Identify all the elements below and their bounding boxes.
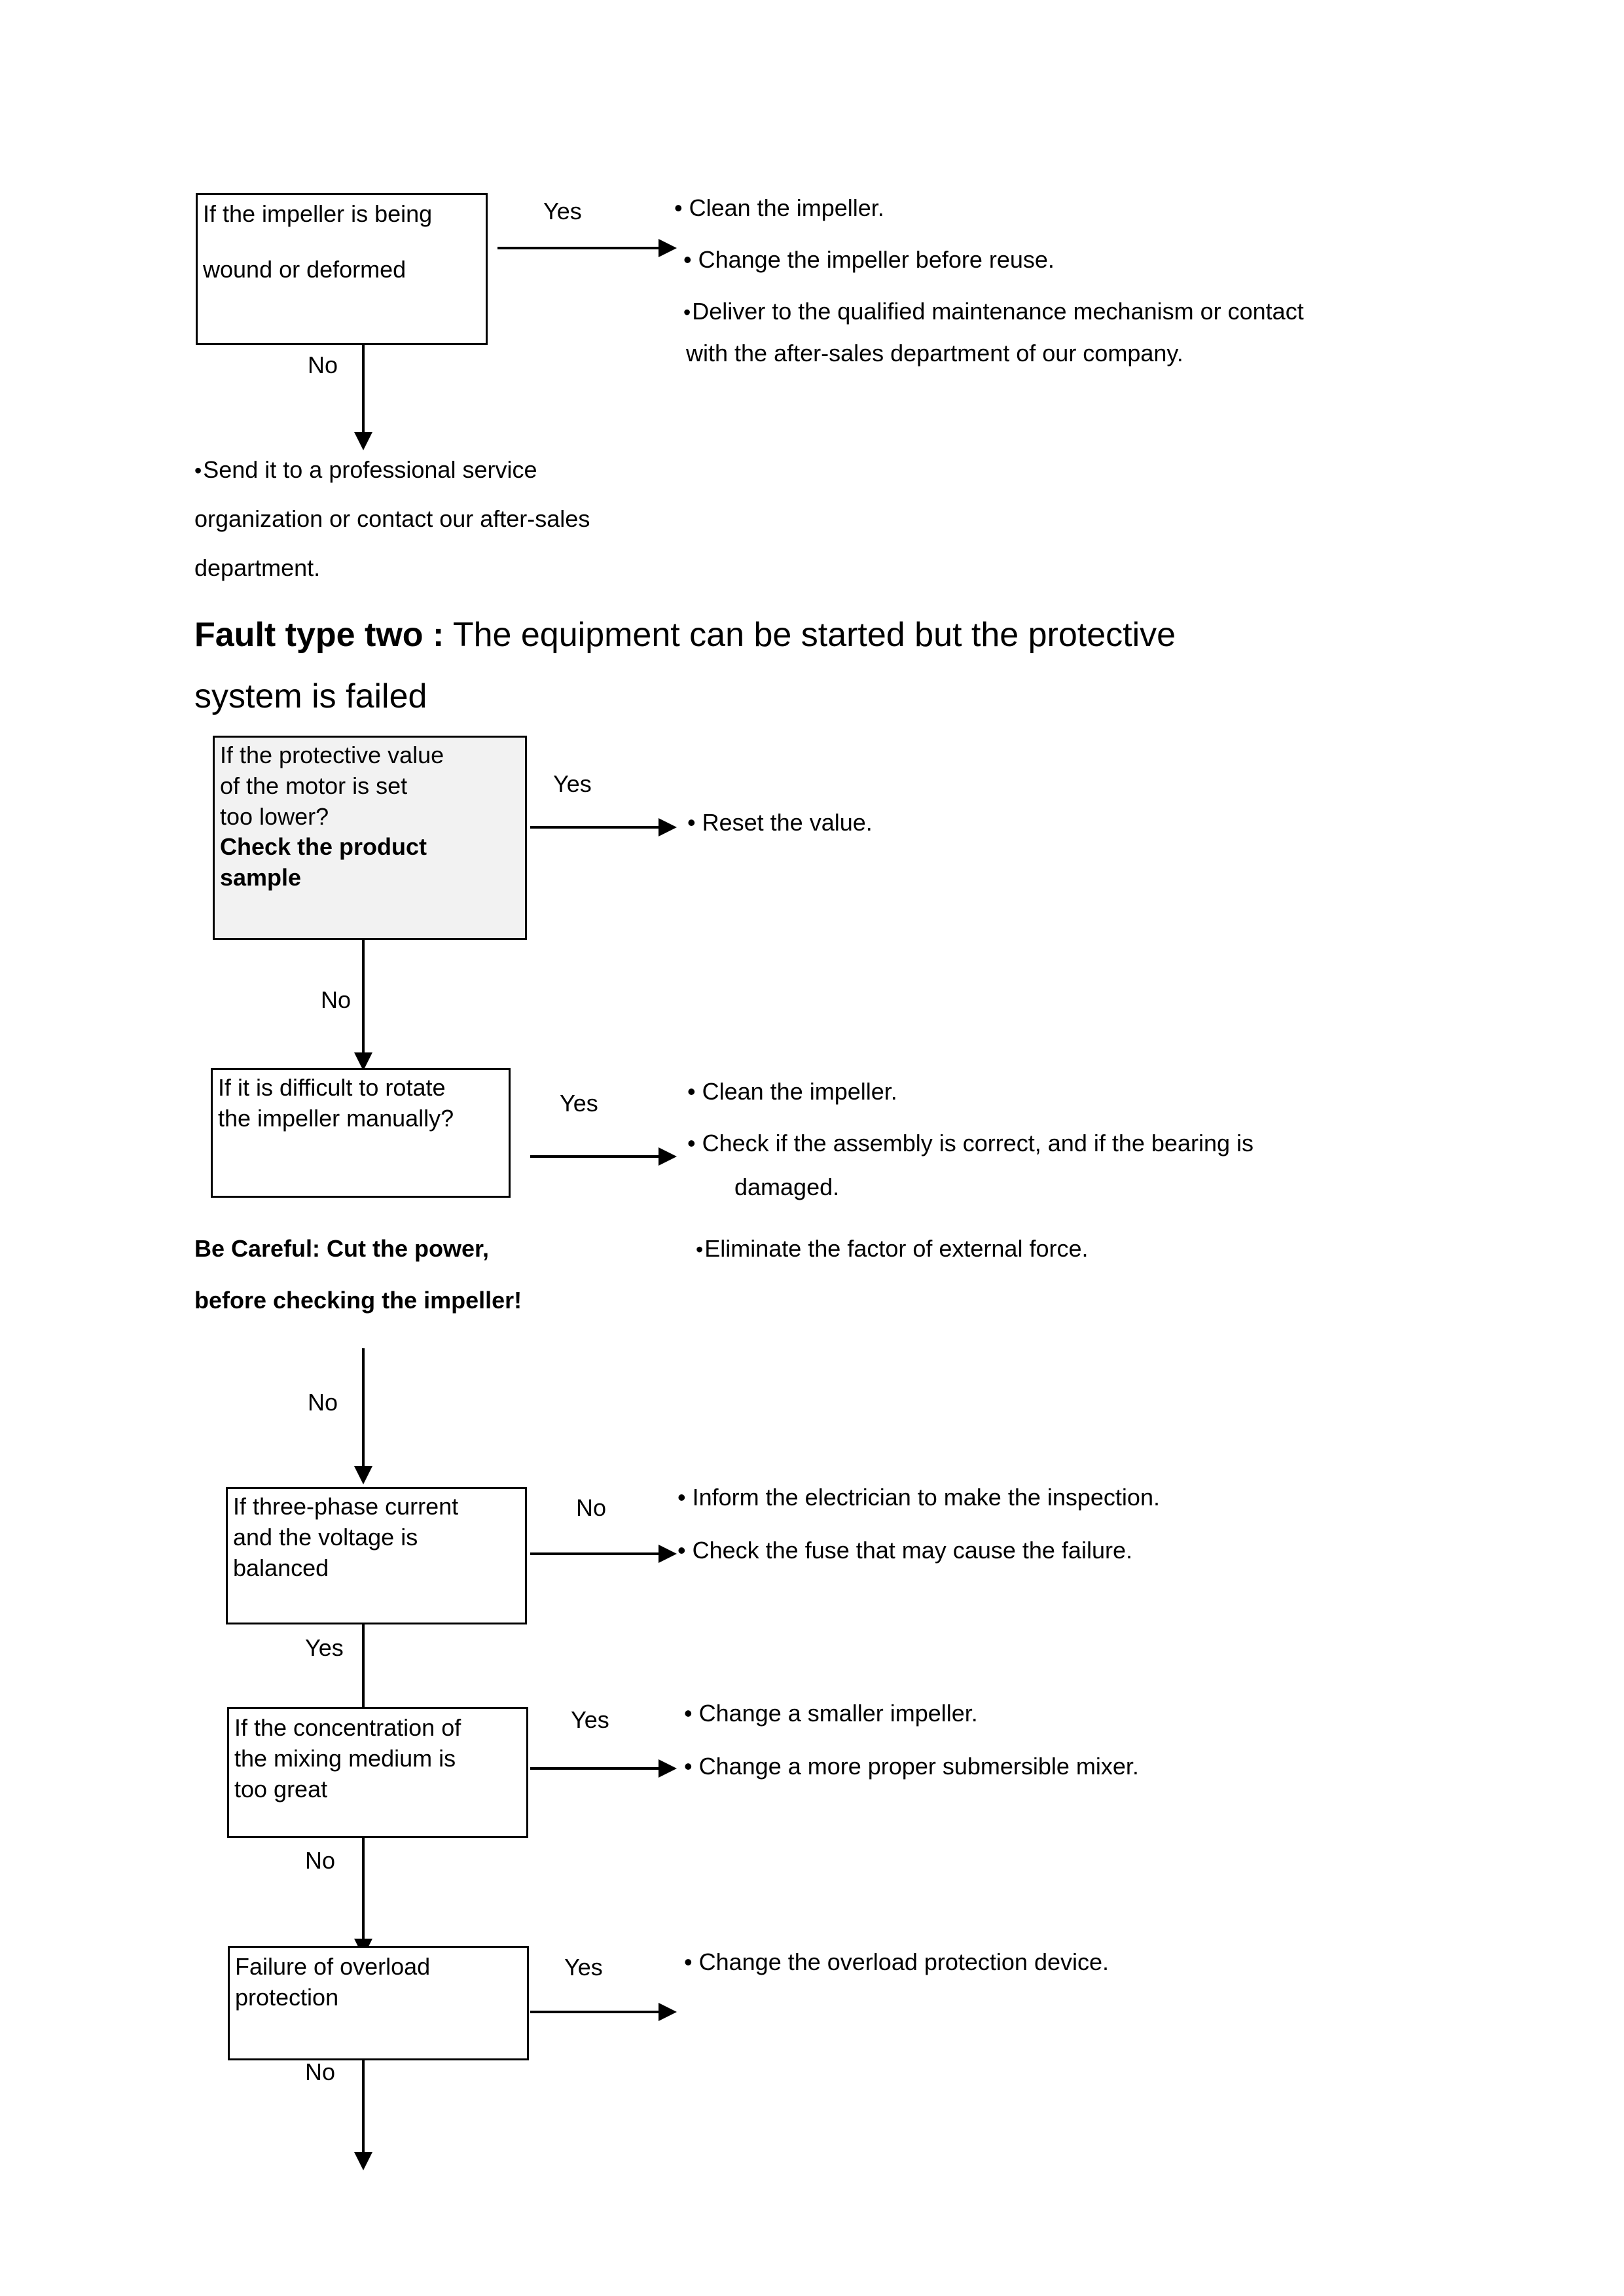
- page-heading-fault-type-two: Fault type two : The equipment can be st…: [194, 612, 1438, 721]
- connector-line-yes-step3: [362, 1624, 365, 1723]
- action-item-continuation: with the after-sales department of our c…: [686, 340, 1183, 367]
- connector-line-yes-step1: [530, 826, 661, 829]
- decision-box-three-phase-line3: balanced: [233, 1554, 329, 1581]
- arrow-head-no-step2: [354, 1466, 372, 1484]
- action-list-three-phase-current: Inform the electrician to make the inspe…: [677, 1482, 1463, 1566]
- arrow-head-yes-step1: [659, 818, 677, 836]
- action-item-continuation: damaged.: [734, 1173, 840, 1200]
- decision-box-rotate-impeller-line1: If it is difficult to rotate: [218, 1074, 446, 1101]
- action-list-impeller-wound-yes: Clean the impeller. Change the impeller …: [674, 193, 1460, 369]
- decision-box-overload-protection: Failure of overload protection: [228, 1946, 529, 2060]
- decision-box-protective-value-line3: too lower?: [220, 802, 329, 830]
- branch-label-yes-step4: Yes: [571, 1706, 609, 1733]
- decision-box-impeller-wound: If the impeller is being wound or deform…: [196, 193, 488, 345]
- arrow-head-yes-step2: [659, 1147, 677, 1166]
- action-item-eliminate-external-force: Eliminate the factor of external force.: [696, 1234, 1350, 1265]
- decision-box-rotate-impeller-line2: the impeller manually?: [218, 1104, 454, 1132]
- decision-box-protective-value: If the protective value of the motor is …: [213, 736, 527, 940]
- action-item: Change the overload protection device.: [684, 1947, 1470, 1978]
- warning-note-cut-power: Be Careful: Cut the power, before checki…: [194, 1234, 653, 1316]
- connector-line-no-step5: [362, 2060, 365, 2159]
- action-item-continuation: department.: [194, 554, 321, 581]
- decision-box-mixing-line3: too great: [234, 1775, 328, 1803]
- action-list-mixing-concentration: Change a smaller impeller. Change a more…: [684, 1698, 1470, 1782]
- branch-label-no-step2: No: [308, 1389, 338, 1416]
- decision-box-overload-line1: Failure of overload: [235, 1953, 431, 1980]
- decision-box-protective-value-line1: If the protective value: [220, 742, 444, 768]
- action-item: Inform the electrician to make the inspe…: [677, 1482, 1463, 1513]
- decision-box-mixing-concentration: If the concentration of the mixing mediu…: [227, 1707, 528, 1838]
- arrow-head-no-step1: [354, 1052, 372, 1071]
- decision-box-rotate-impeller: If it is difficult to rotate the impelle…: [211, 1068, 511, 1198]
- action-list-impeller-wound-no: Send it to a professional service organi…: [194, 455, 784, 583]
- decision-box-impeller-wound-line1: If the impeller is being: [203, 200, 433, 227]
- warning-note-line1: Be Careful: Cut the power,: [194, 1235, 490, 1262]
- decision-box-protective-value-bold1: Check the product: [220, 833, 427, 861]
- branch-label-no-step4: No: [305, 1847, 336, 1874]
- action-list-protective-value: Reset the value.: [687, 808, 1407, 838]
- connector-line-yes-step4: [530, 1767, 661, 1770]
- arrow-head-yes-step5: [659, 2003, 677, 2021]
- branch-label-yes-step2: Yes: [560, 1090, 598, 1117]
- branch-label-no-step3: No: [576, 1494, 607, 1521]
- action-list-rotate-impeller: Clean the impeller. Check if the assembl…: [687, 1077, 1460, 1202]
- decision-box-three-phase-line2: and the voltage is: [233, 1523, 418, 1551]
- connector-line-no-step4: [362, 1838, 365, 1946]
- action-item: Deliver to the qualified maintenance mec…: [683, 296, 1460, 327]
- warning-note-line2: before checking the impeller!: [194, 1286, 522, 1314]
- action-item: Check the fuse that may cause the failur…: [677, 1535, 1463, 1566]
- decision-box-overload-line2: protection: [235, 1983, 339, 2011]
- decision-box-protective-value-line2: of the motor is set: [220, 772, 408, 799]
- decision-box-mixing-line1: If the concentration of: [234, 1714, 461, 1741]
- action-item: Reset the value.: [687, 808, 1407, 838]
- decision-box-three-phase-current: If three-phase current and the voltage i…: [226, 1487, 527, 1624]
- branch-label-no-step5: No: [305, 2058, 336, 2085]
- decision-box-impeller-wound-line2: wound or deformed: [203, 255, 406, 283]
- arrow-head-no-step5: [354, 2152, 372, 2170]
- branch-label-yes-1: Yes: [543, 198, 582, 224]
- connector-line-yes-step2: [530, 1155, 661, 1158]
- connector-line-no-step3: [530, 1552, 661, 1555]
- arrow-head-yes-1: [659, 239, 677, 257]
- branch-label-no-step1: No: [321, 986, 352, 1013]
- decision-box-protective-value-bold2: sample: [220, 864, 302, 891]
- connector-line-yes-step5: [530, 2011, 661, 2013]
- connector-line-no-1: [362, 345, 365, 437]
- arrow-head-no-1: [354, 432, 372, 450]
- connector-line-yes-1: [497, 247, 661, 249]
- action-item: Change the impeller before reuse.: [683, 245, 1460, 276]
- action-item: Check if the assembly is correct, and if…: [687, 1128, 1460, 1159]
- branch-label-yes-step3: Yes: [305, 1634, 344, 1661]
- connector-line-no-step2: [362, 1348, 365, 1473]
- arrow-head-no-step3: [659, 1545, 677, 1563]
- decision-box-three-phase-line1: If three-phase current: [233, 1493, 459, 1520]
- decision-box-mixing-line2: the mixing medium is: [234, 1744, 456, 1772]
- action-item-continuation: organization or contact our after-sales: [194, 505, 590, 532]
- branch-label-yes-step5: Yes: [564, 1954, 603, 1981]
- heading-description-line1: The equipment can be started but the pro…: [444, 616, 1176, 654]
- action-item: Change a more proper submersible mixer.: [684, 1751, 1470, 1782]
- heading-description-line2: system is failed: [194, 677, 427, 715]
- branch-label-no-1: No: [308, 351, 338, 378]
- action-item: Clean the impeller.: [674, 193, 1460, 224]
- connector-line-no-step1: [362, 940, 365, 1058]
- branch-label-yes-step1: Yes: [553, 770, 592, 797]
- action-item: Clean the impeller.: [687, 1077, 1460, 1107]
- heading-label: Fault type two :: [194, 616, 444, 654]
- action-list-overload-protection: Change the overload protection device.: [684, 1947, 1470, 1978]
- arrow-head-yes-step4: [659, 1759, 677, 1778]
- action-item: Send it to a professional service: [194, 455, 784, 486]
- action-item: Change a smaller impeller.: [684, 1698, 1470, 1729]
